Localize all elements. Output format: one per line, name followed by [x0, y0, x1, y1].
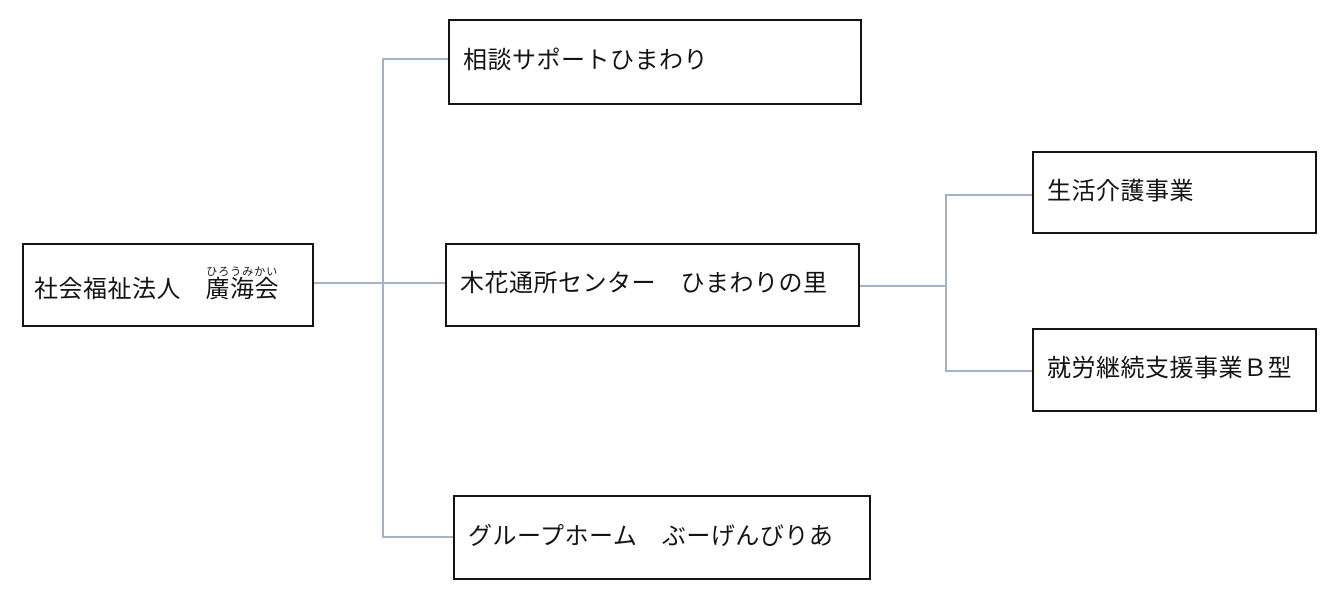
box-label: 生活介護事業 [1047, 178, 1194, 205]
connector-kibana-to-sub-trunk [860, 285, 947, 287]
box-group-home-bougainvillea: グループホーム ぶーげんびりあ [453, 495, 871, 580]
org-root-label: 社会福祉法人 廣海会ひろうみかい [34, 266, 279, 305]
box-consultation-support-himawari: 相談サポートひまわり [448, 19, 862, 105]
box-employment-support-type-b: 就労継続支援事業Ｂ型 [1032, 328, 1317, 412]
box-label: グループホーム ぶーげんびりあ [468, 523, 834, 550]
connector-main-trunk [382, 58, 384, 538]
box-life-care-service: 生活介護事業 [1032, 151, 1317, 234]
org-root-prefix: 社会福祉法人 [34, 276, 206, 303]
connector-to-group-home-box [382, 536, 453, 538]
org-root-name-ruby: 廣海会ひろうみかい [205, 266, 280, 303]
org-root-name: 廣海会 [205, 276, 279, 303]
connector-to-life-care-box [945, 194, 1032, 196]
connector-to-soudan-box [382, 58, 448, 60]
org-root-box: 社会福祉法人 廣海会ひろうみかい [22, 243, 314, 327]
connector-root-to-center [314, 282, 445, 284]
connector-to-employment-b-box [945, 370, 1032, 372]
box-label: 木花通所センター ひまわりの里 [460, 271, 828, 298]
box-label: 就労継続支援事業Ｂ型 [1047, 356, 1292, 383]
org-root-furigana: ひろうみかい [205, 265, 279, 278]
box-label: 相談サポートひまわり [463, 48, 708, 75]
box-kibana-day-center-himawari-no-sato: 木花通所センター ひまわりの里 [445, 243, 860, 327]
connector-sub-trunk [945, 194, 947, 372]
